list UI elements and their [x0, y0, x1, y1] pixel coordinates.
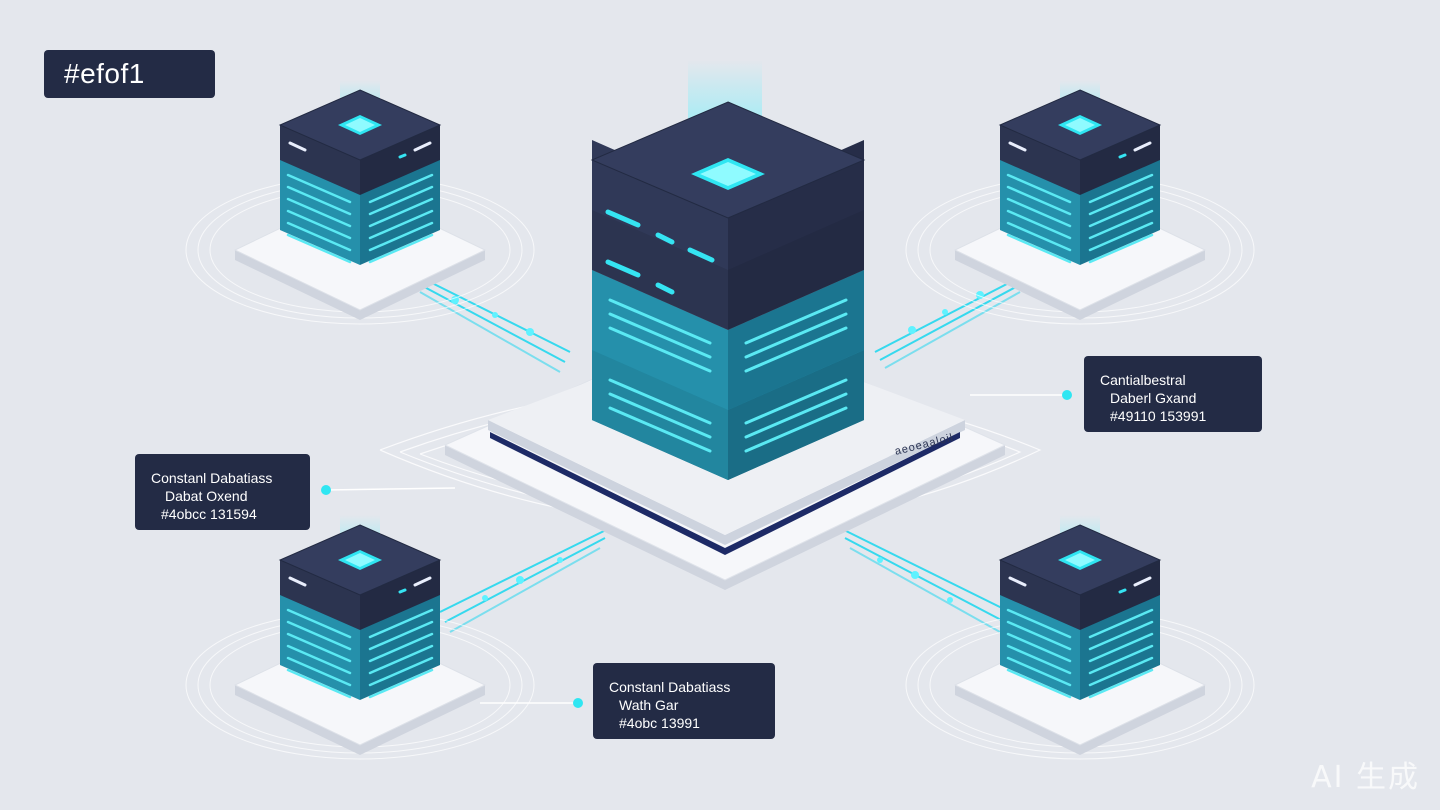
callout-left-line1: Constanl Dabatiass [151, 470, 273, 486]
callout-right: Cantialbestral Daberl Gxand #49110 15399… [1084, 356, 1262, 432]
server-bottom-left [185, 515, 535, 760]
watermark: AI 生成 [1311, 760, 1420, 795]
peripheral-servers [185, 80, 1255, 760]
callout-right-line1: Cantialbestral [1100, 372, 1186, 388]
callout-left: Constanl Dabatiass Dabat Oxend #4obcc 13… [135, 454, 310, 530]
link-bottom-left [439, 527, 611, 613]
callout-right-line2: Daberl Gxand [1110, 390, 1197, 406]
server-top-right [905, 80, 1255, 325]
leader-dots [321, 390, 1072, 708]
diagram-title: #efof1 [44, 50, 215, 98]
connection-nodes [451, 291, 984, 603]
callout-left-line3: #4obcc 131594 [161, 506, 257, 522]
central-server [590, 60, 866, 480]
callout-bottom-line1: Constanl Dabatiass [609, 679, 731, 695]
callout-bottom-line2: Wath Gar [619, 697, 679, 713]
leader-left [325, 487, 456, 491]
server-top-left [185, 80, 535, 325]
link-bottom-right [839, 527, 1011, 613]
callout-left-line2: Dabat Oxend [165, 488, 248, 504]
link-top-right [874, 271, 1031, 353]
callout-bottom-line3: #4obc 13991 [619, 715, 700, 731]
server-bottom-right [905, 515, 1255, 760]
callout-right-line3: #49110 153991 [1110, 408, 1207, 424]
link-top-left [409, 271, 571, 353]
callout-bottom: Constanl Dabatiass Wath Gar #4obc 13991 [593, 663, 775, 739]
connection-lines [409, 271, 1031, 633]
